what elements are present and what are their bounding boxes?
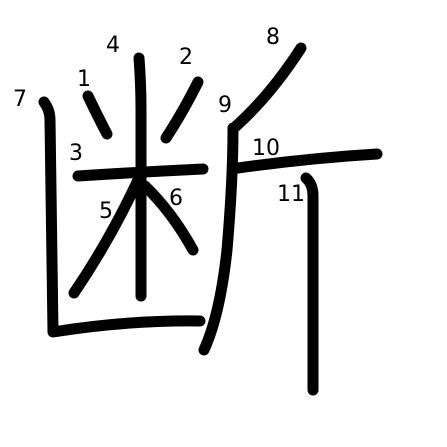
stroke-label-9: 9 bbox=[218, 93, 232, 118]
stroke-7 bbox=[38, 96, 206, 338]
stroke-6 bbox=[139, 180, 199, 256]
stroke-label-3: 3 bbox=[69, 141, 83, 166]
stroke-2 bbox=[160, 76, 204, 144]
stroke-label-7: 7 bbox=[13, 87, 27, 112]
stroke-4 bbox=[133, 52, 147, 302]
stroke-9 bbox=[198, 122, 239, 356]
stroke-label-11: 11 bbox=[277, 182, 305, 207]
stroke-label-8: 8 bbox=[266, 25, 280, 50]
stroke-5 bbox=[68, 174, 144, 299]
stroke-label-6: 6 bbox=[169, 186, 183, 211]
stroke-label-1: 1 bbox=[77, 67, 91, 92]
stroke-label-10: 10 bbox=[252, 136, 280, 161]
stroke-1 bbox=[82, 90, 113, 140]
stroke-label-4: 4 bbox=[106, 33, 120, 58]
stroke-10 bbox=[232, 148, 383, 174]
stroke-8 bbox=[228, 42, 307, 134]
stroke-label-2: 2 bbox=[179, 45, 193, 70]
stroke-11 bbox=[300, 172, 319, 396]
stroke-label-5: 5 bbox=[99, 199, 113, 224]
